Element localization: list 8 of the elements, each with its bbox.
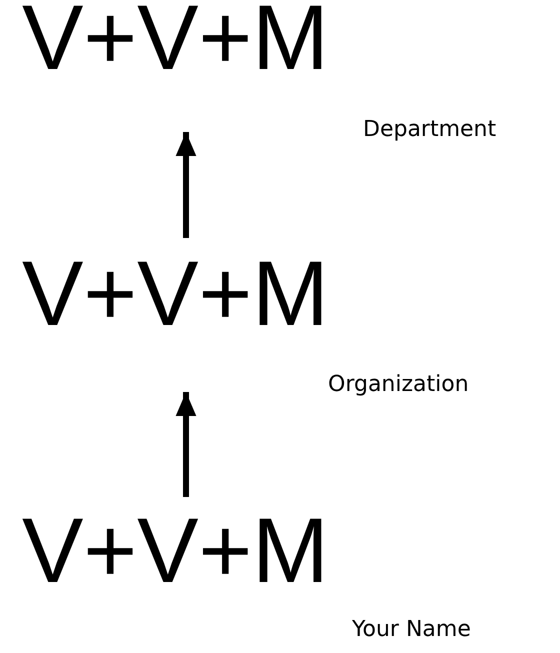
formula-text: V+V+M <box>22 0 330 84</box>
level-caption: Organization <box>328 372 469 397</box>
formula-text: V+V+M <box>22 248 330 340</box>
arrow <box>176 392 196 497</box>
level-caption: Department <box>363 117 496 142</box>
formula-text: V+V+M <box>22 505 330 597</box>
level-caption: Your Name <box>352 617 471 642</box>
arrow <box>176 132 196 238</box>
